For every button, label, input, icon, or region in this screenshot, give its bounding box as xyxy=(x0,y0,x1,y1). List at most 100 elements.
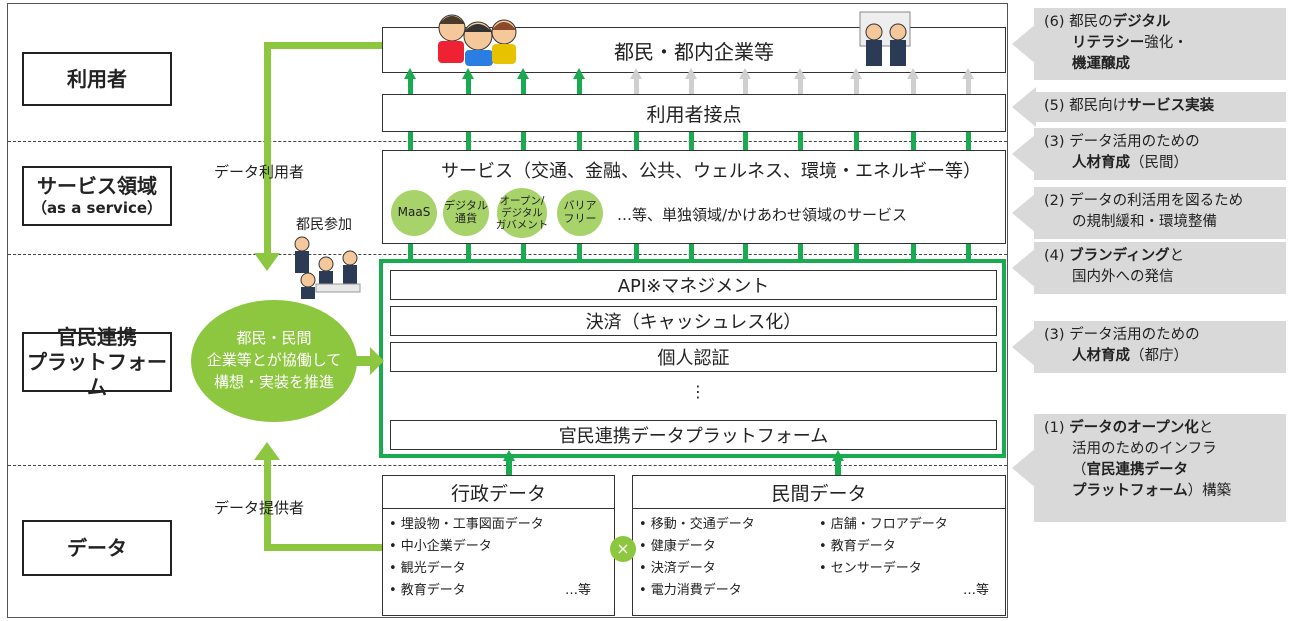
arrow-shaft xyxy=(743,244,748,259)
provider-flow-bottom xyxy=(264,544,382,551)
list-item: • 移動・交通データ xyxy=(639,517,755,532)
service-maas: MaaS xyxy=(391,190,437,236)
callout-text: プラットフォーム xyxy=(1072,483,1188,499)
arrow-head xyxy=(517,68,529,79)
services-title: サービス（交通、金融、公共、ウェルネス、環境・エネルギー等） xyxy=(441,161,981,182)
callout-number: (3) xyxy=(1044,327,1070,343)
callout-arrow-icon xyxy=(1012,193,1036,233)
arrow-shaft xyxy=(521,132,526,150)
arrow-shaft xyxy=(798,78,803,94)
arrow-shaft xyxy=(466,244,471,259)
list-item: • 教育データ xyxy=(819,539,896,554)
callout-text: と xyxy=(1198,420,1214,436)
callout-arrow-icon xyxy=(1012,448,1036,488)
callout-item: (3) データ活用のための人材育成（都庁） xyxy=(1034,321,1286,373)
callout-text: 都民向け xyxy=(1069,98,1128,114)
private-data-etc: …等 xyxy=(963,583,990,598)
private-data-list-1: • 移動・交通データ • 健康データ • 決済データ • 電力消費データ xyxy=(639,514,755,602)
arrow-shaft xyxy=(634,132,639,150)
citizen-participation-label: 都民参加 xyxy=(296,217,352,233)
row-label-users: 利用者 xyxy=(22,52,172,106)
callout-text: （民間） xyxy=(1130,155,1188,171)
platform-layer-api: API※マネジメント xyxy=(390,270,997,300)
arrow-head xyxy=(404,68,416,79)
gov-data-box: 行政データ • 埋設物・工事図面データ • 中小企業データ • 観光データ • … xyxy=(382,475,615,616)
gov-data-list: • 埋設物・工事図面データ • 中小企業データ • 観光データ • 教育データ xyxy=(389,514,544,602)
service-barrier-free: バリア フリー xyxy=(557,190,603,236)
callout-text: 人材育成 xyxy=(1072,155,1130,171)
callout-arrow-icon xyxy=(1012,87,1036,127)
list-item: • 中小企業データ xyxy=(389,539,492,554)
ellipse-arrowhead xyxy=(370,347,384,375)
arrow-shaft xyxy=(966,78,971,94)
arrow-shaft xyxy=(966,132,971,150)
arrow-shaft xyxy=(854,78,859,94)
arrow-shaft xyxy=(408,78,413,94)
callout-item: (4) ブランディングと国内外への発信 xyxy=(1034,242,1286,294)
arrow-shaft xyxy=(854,244,859,259)
list-item: • 埋設物・工事図面データ xyxy=(389,517,544,532)
user-flow-top xyxy=(264,42,382,49)
data-arrow-shaft xyxy=(835,461,841,475)
arrow-head xyxy=(907,68,919,79)
row-divider xyxy=(8,254,1007,255)
arrow-shaft xyxy=(577,78,582,94)
callout-text: と xyxy=(1169,248,1185,264)
callout-text: （都庁） xyxy=(1130,348,1188,364)
arrow-shaft xyxy=(634,244,639,259)
list-item: • センサーデータ xyxy=(819,561,922,576)
arrow-shaft xyxy=(911,132,916,150)
provider-flow-arrowhead xyxy=(254,442,280,460)
callout-text: （ xyxy=(1072,462,1087,478)
data-arrow-head xyxy=(503,450,515,461)
arrow-shaft xyxy=(466,78,471,94)
callout-text: データ活用のための xyxy=(1069,327,1200,343)
private-data-title: 民間データ xyxy=(633,476,1005,509)
user-flow-arrowhead xyxy=(254,253,280,271)
arrow-shaft xyxy=(408,132,413,150)
data-user-label: データ利用者 xyxy=(214,163,305,181)
arrow-head xyxy=(739,68,751,79)
callout-text: 都民の xyxy=(1069,14,1113,30)
row-divider xyxy=(8,141,1007,142)
callout-number: (6) xyxy=(1044,14,1070,30)
gov-data-title: 行政データ xyxy=(383,476,614,509)
row-label-services: サービス領域（as a service） xyxy=(22,166,172,226)
row-label-platform: 官民連携プラットフォーム xyxy=(22,325,172,399)
callout-text: サービス実装 xyxy=(1127,98,1215,114)
meeting-illustration xyxy=(294,236,361,299)
arrow-shaft xyxy=(798,244,803,259)
arrow-shaft xyxy=(911,78,916,94)
gov-data-etc: …等 xyxy=(565,583,592,598)
arrow-head xyxy=(462,68,474,79)
arrow-shaft xyxy=(521,78,526,94)
arrow-shaft xyxy=(521,244,526,259)
data-arrow-head xyxy=(832,450,844,461)
callout-number: (3) xyxy=(1044,134,1070,150)
callout-text: ）構築 xyxy=(1187,483,1232,499)
arrow-shaft xyxy=(743,132,748,150)
list-item: • 電力消費データ xyxy=(639,583,742,598)
arrow-shaft xyxy=(577,132,582,150)
callout-item: (1) データのオープン化と活用のためのインフラ （官民連携データプラットフォーム… xyxy=(1034,414,1286,522)
callout-number: (2) xyxy=(1044,193,1070,209)
services-tail: …等、単独領域/かけあわせ領域のサービス xyxy=(617,206,908,224)
arrow-shaft xyxy=(577,244,582,259)
list-item: • 決済データ xyxy=(639,561,716,576)
callout-number: (1) xyxy=(1044,420,1070,436)
arrow-shaft xyxy=(689,78,694,94)
callout-text: 活用のためのインフラ xyxy=(1072,441,1217,457)
arrow-head xyxy=(850,68,862,79)
list-item: • 健康データ xyxy=(639,539,716,554)
callout-text: 官民連携データ xyxy=(1086,462,1189,478)
callout-arrow-icon xyxy=(1012,327,1036,367)
callout-text: データのオープン化 xyxy=(1069,420,1199,436)
platform-layer-auth: 個人認証 xyxy=(390,342,997,372)
platform-layer-data-platform: 官民連携データプラットフォーム xyxy=(390,420,997,450)
callout-text: ブランディング xyxy=(1069,248,1170,264)
callout-arrow-icon xyxy=(1012,24,1036,64)
service-open-digital-government: オープン/ デジタル ガバメント xyxy=(496,188,548,238)
callout-number: (5) xyxy=(1044,98,1070,114)
platform-layer-payment: 決済（キャッシュレス化） xyxy=(390,306,997,336)
callout-text: 人材育成 xyxy=(1072,348,1130,364)
